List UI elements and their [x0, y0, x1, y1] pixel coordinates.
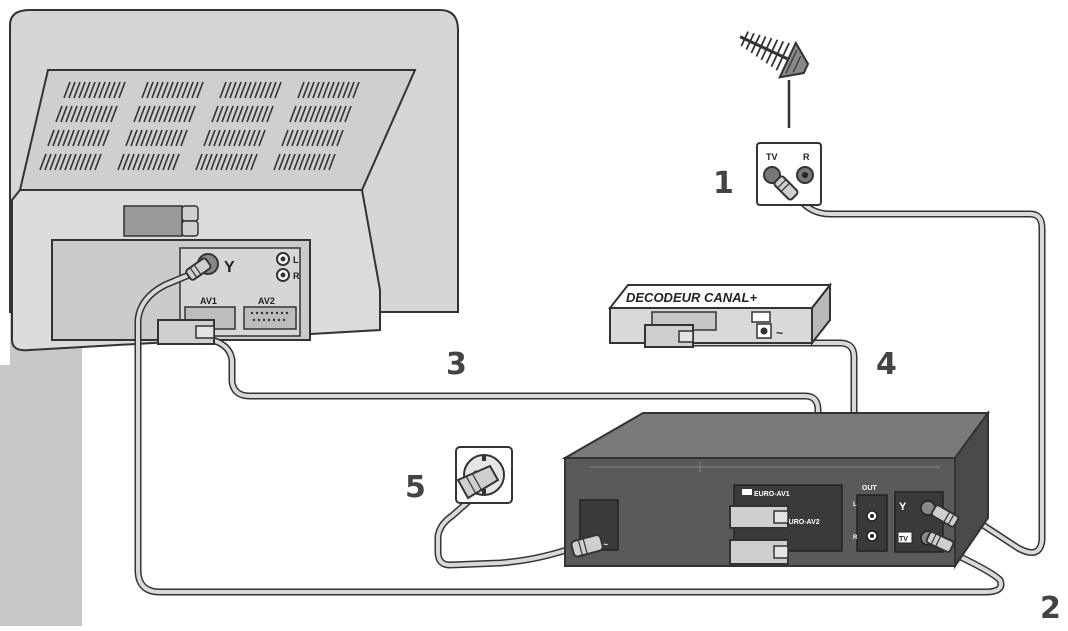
wall-socket-tv-label: TV — [766, 152, 778, 162]
tv-rear: Y L R AV1 AV2 — [0, 0, 460, 365]
vcr-audio-r-label: R — [853, 535, 858, 541]
tv-vent-panel — [18, 69, 417, 191]
decoder-switch[interactable] — [751, 311, 771, 323]
power-outlet-icon — [455, 446, 513, 504]
coax-plug-vcr-out[interactable] — [925, 531, 955, 553]
tv-side-plugs — [157, 257, 215, 345]
vcr-top — [561, 412, 990, 459]
vcr-audio-l-label: L — [853, 502, 857, 508]
tv-vents — [39, 81, 360, 171]
antenna-symbol-icon: Y — [224, 259, 235, 276]
coax-plug-tv[interactable] — [185, 257, 212, 281]
step-number-5: 5 — [405, 470, 426, 505]
power-plug-icon[interactable] — [456, 464, 500, 500]
wall-antenna-socket: TV R — [756, 142, 822, 206]
tv-badge — [123, 205, 183, 237]
ac-tilde-icon: ~ — [776, 326, 783, 340]
antenna-icon — [739, 31, 810, 128]
step-number-1: 1 — [713, 166, 734, 201]
vcr: IN ~ EURO-AV1 EURO-AV2 OUT L R Y TV — [561, 409, 990, 570]
tv-av2-socket[interactable] — [243, 306, 297, 330]
coax-plug-wall[interactable] — [773, 175, 799, 201]
decoder-canal-plus: DECODEUR CANAL+ ~ — [607, 282, 833, 348]
step-number-4: 4 — [876, 347, 897, 382]
tv-av2-label: AV2 — [258, 296, 275, 306]
tv-av1-label: AV1 — [200, 296, 217, 306]
power-plug-vcr[interactable] — [570, 534, 604, 558]
vcr-out-label: OUT — [862, 485, 878, 492]
step-number-2: 2 — [1040, 591, 1061, 626]
wall-socket-r-label: R — [803, 152, 810, 162]
vcr-tv-label: TV — [899, 536, 908, 543]
decoder-label: DECODEUR CANAL+ — [626, 290, 758, 305]
tv-audio-r-label: R — [293, 271, 300, 281]
tv-audio-l-label: L — [293, 255, 299, 265]
antenna-symbol-icon: Y — [899, 501, 907, 513]
wall-socket-tv-port[interactable] — [763, 166, 781, 184]
vcr-audio-out-panel — [856, 494, 888, 552]
vcr-euro-av2-label: EURO-AV2 — [784, 519, 820, 526]
coax-plug-vcr-in[interactable] — [930, 504, 960, 528]
step-number-3: 3 — [446, 347, 467, 382]
vcr-euro-av1-label: EURO-AV1 — [754, 491, 790, 498]
